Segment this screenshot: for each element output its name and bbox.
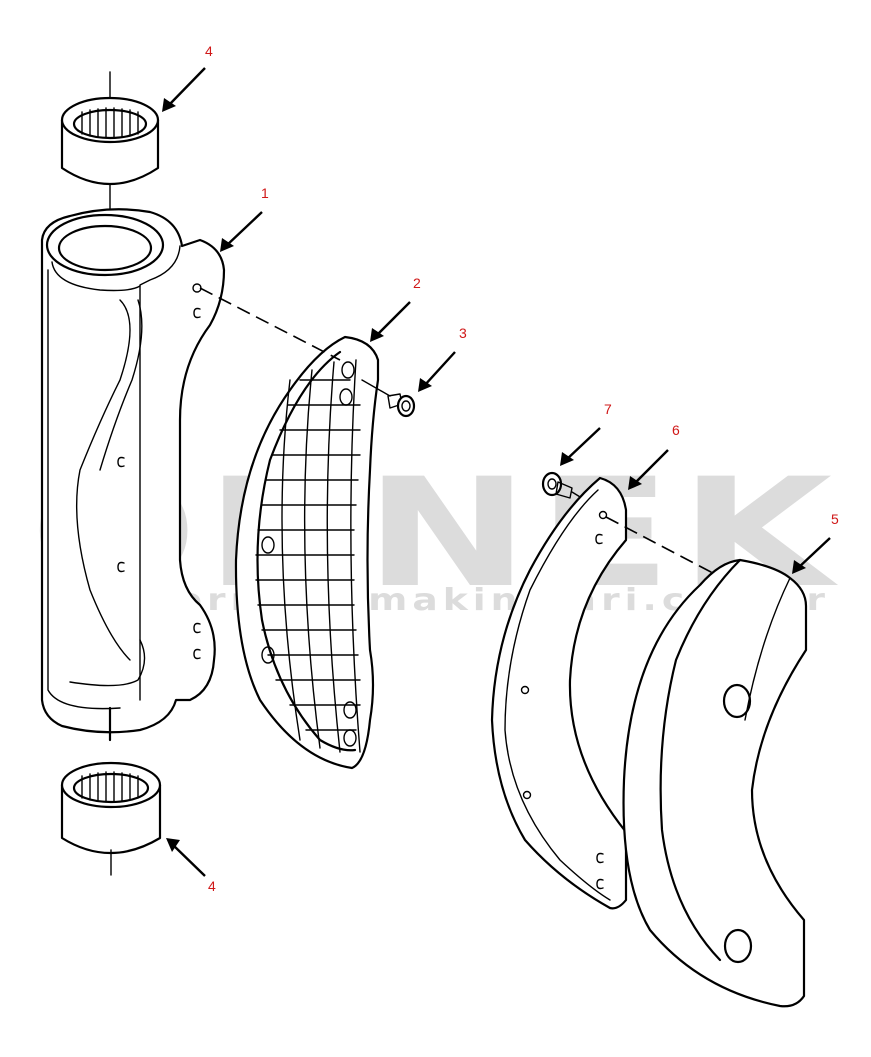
arrow-2 (370, 301, 411, 342)
callout-4-top: 4 (205, 43, 213, 59)
callout-4-bottom: 4 (208, 878, 216, 894)
arrow-7 (560, 427, 601, 466)
callout-arrows (162, 67, 831, 877)
arrow-4-bottom (166, 838, 206, 877)
arrow-6 (628, 449, 669, 490)
callout-6: 6 (672, 422, 680, 438)
grid-plate-part-2 (199, 287, 380, 770)
shoe-part-5 (622, 558, 808, 1008)
screw-part-3 (361, 379, 416, 418)
housing-part-1 (40, 208, 226, 742)
callout-labels: 4 1 2 3 7 6 5 4 (205, 43, 839, 894)
callout-2: 2 (413, 275, 421, 291)
backing-plate-part-6 (490, 476, 731, 910)
callout-5: 5 (831, 511, 839, 527)
arrow-1 (220, 211, 263, 252)
callout-3: 3 (459, 325, 467, 341)
callout-1: 1 (261, 185, 269, 201)
arrow-4-top (162, 67, 206, 112)
callout-7: 7 (604, 401, 612, 417)
arrow-3 (418, 351, 456, 392)
bearing-bottom (60, 761, 162, 876)
arrow-5 (792, 537, 831, 574)
bearing-top (60, 71, 160, 236)
